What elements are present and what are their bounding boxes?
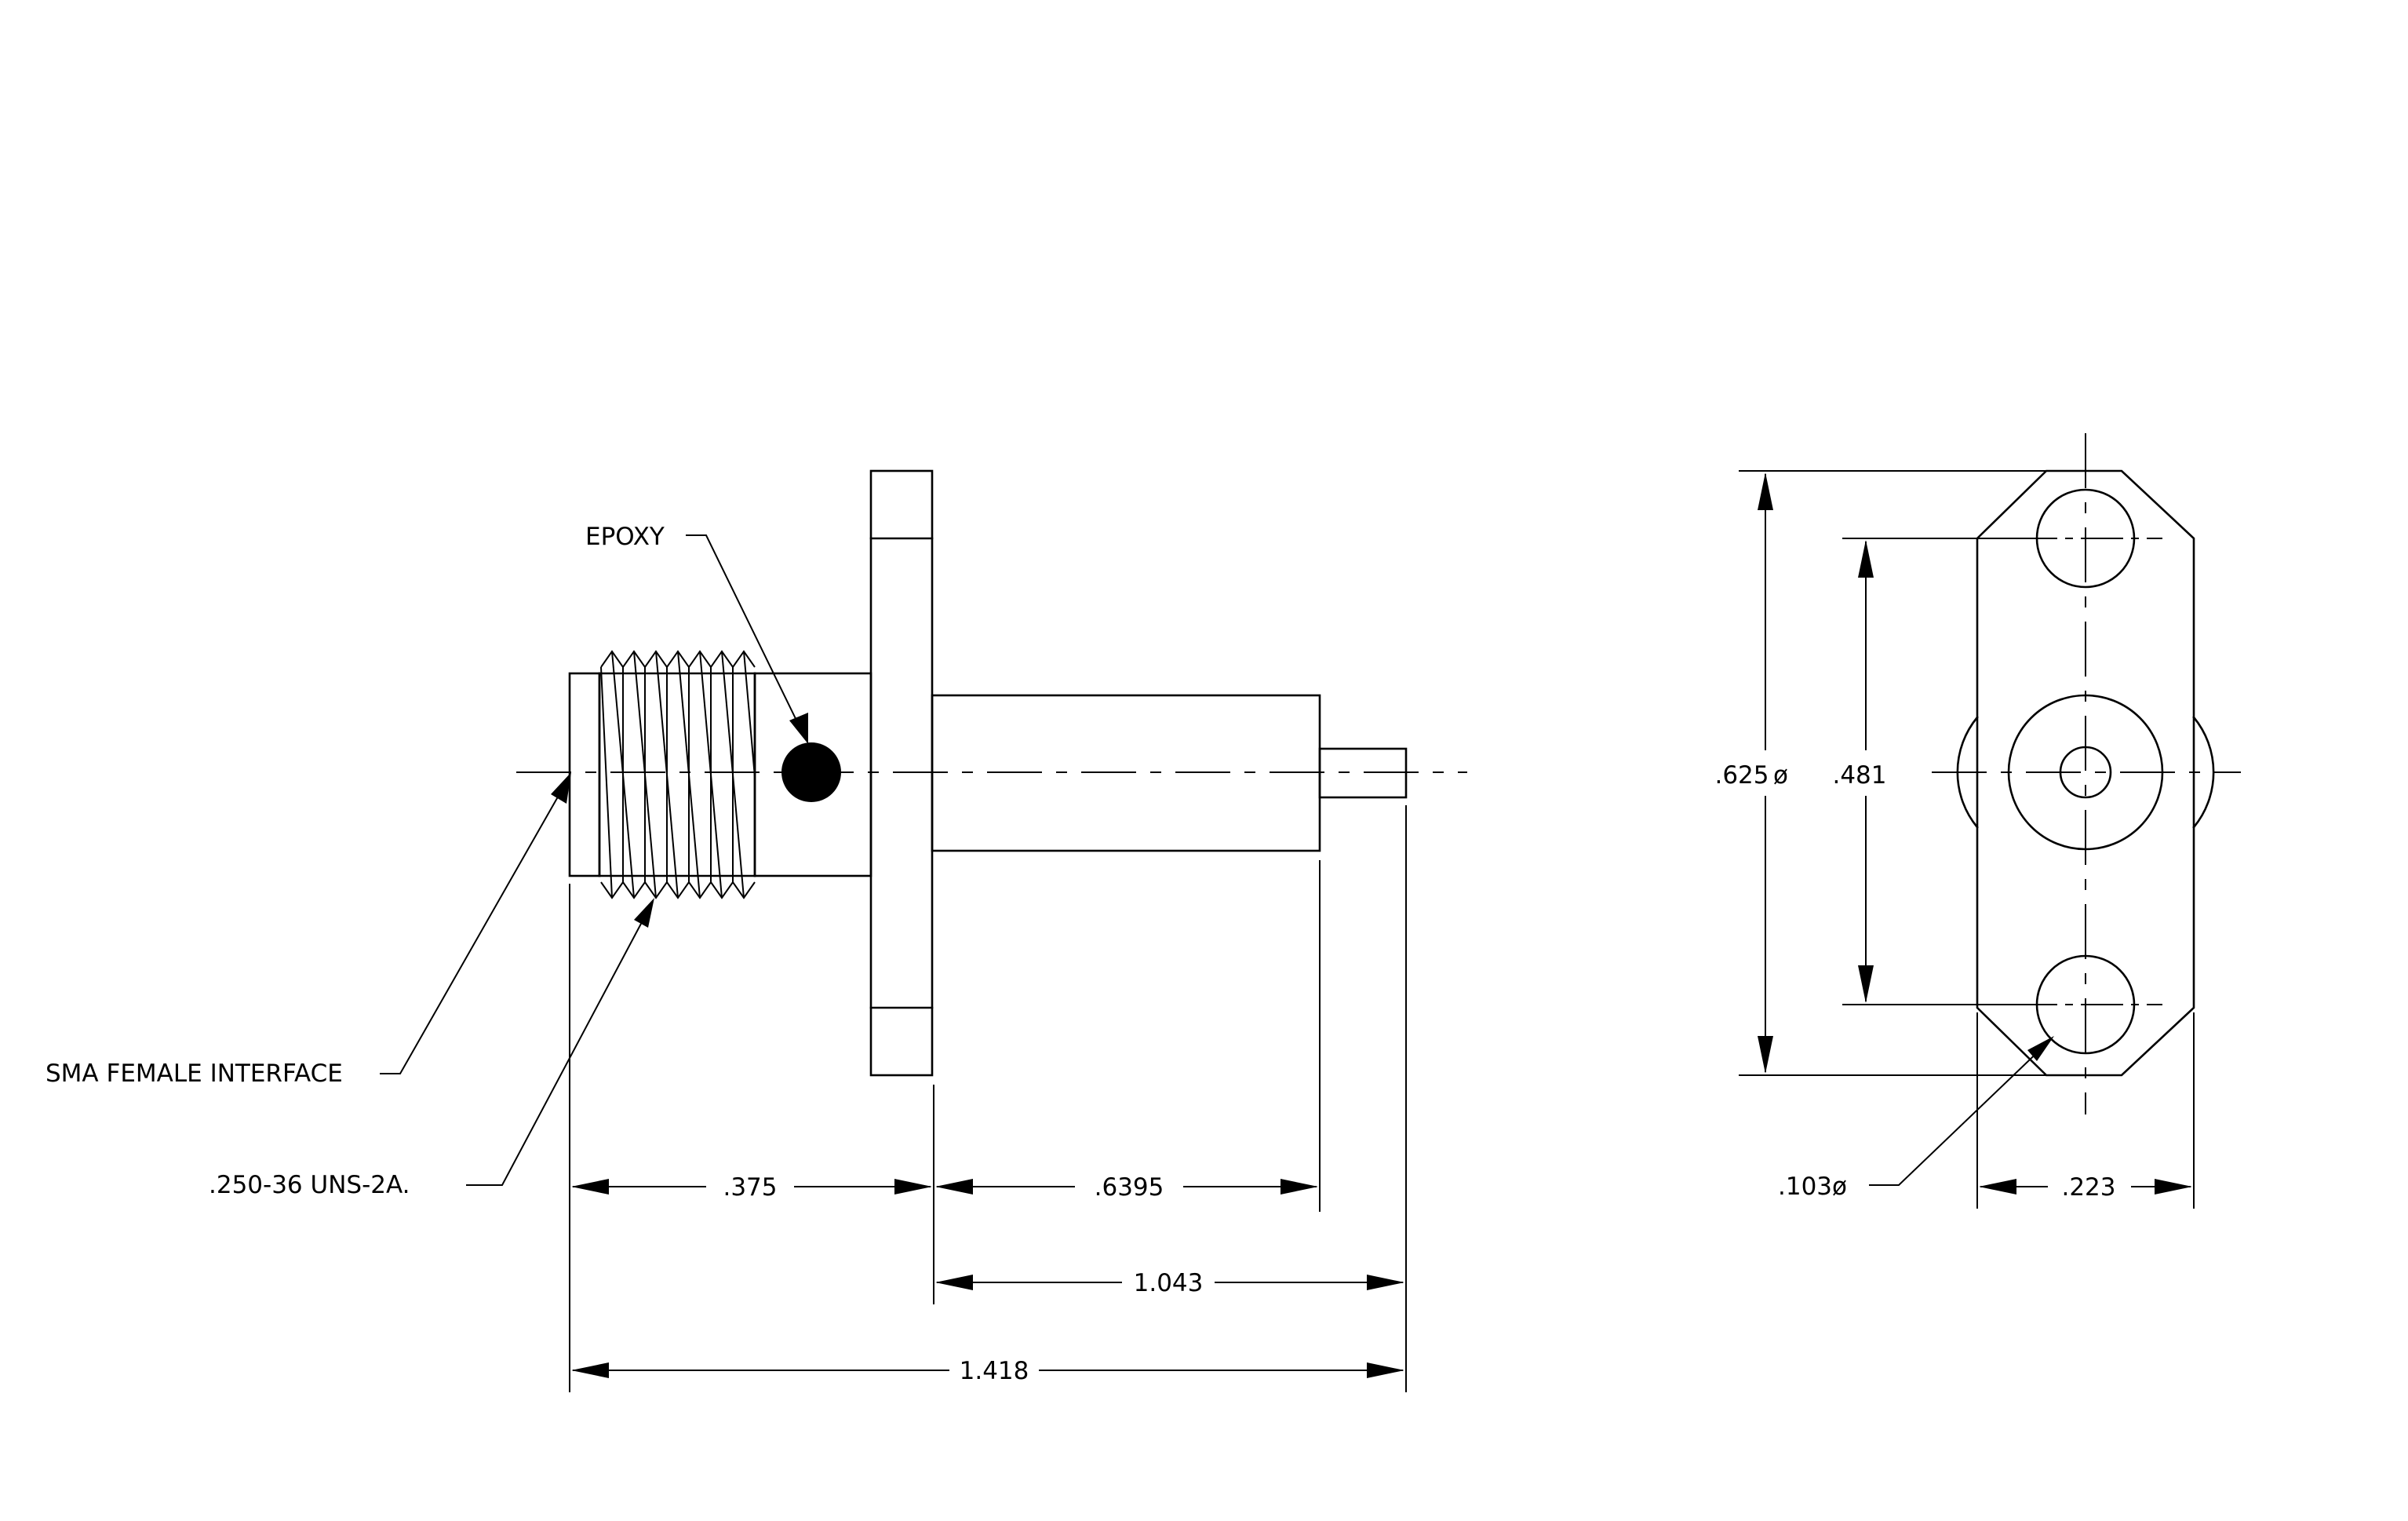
thread-section (598, 650, 756, 899)
dim-1043: 1.043 (935, 1269, 1404, 1297)
dim-1043-text: 1.043 (1134, 1269, 1204, 1297)
dim-481: .481 (1832, 538, 2015, 1005)
dim-625-text: .625 (1714, 761, 1769, 790)
dim-1418: 1.418 (571, 1357, 1404, 1385)
end-dimensions: .625 ø .481 .103ø .223 (1714, 470, 2195, 1209)
sma-interface-callout: SMA FEMALE INTERFACE (46, 772, 571, 1088)
hole-dia-callout: .103ø (1778, 1036, 2054, 1201)
dim-481-text: .481 (1832, 761, 1886, 790)
side-dimensions: .375 .6395 1.043 1.418 (569, 805, 1407, 1392)
epoxy-callout: EPOXY (585, 523, 808, 744)
right-bulge (2192, 716, 2215, 829)
dim-223-text: .223 (2061, 1173, 2115, 1202)
sma-interface-label: SMA FEMALE INTERFACE (46, 1060, 343, 1088)
dim-375: .375 (571, 1173, 932, 1202)
thread-spec-label: .250-36 UNS-2A. (209, 1171, 410, 1199)
flange-outline (1976, 469, 2195, 1077)
end-view (1932, 433, 2241, 1114)
front-nut (568, 672, 601, 877)
dim-6395-text: .6395 (1095, 1173, 1164, 1202)
side-view (516, 469, 1467, 1077)
dim-1418-text: 1.418 (960, 1357, 1029, 1385)
thread-spec-callout: .250-36 UNS-2A. (209, 898, 654, 1199)
epoxy-label: EPOXY (585, 523, 665, 551)
dim-625: .625 ø (1714, 470, 2048, 1076)
diameter-symbol: ø (1773, 761, 1788, 790)
hole-dia-label: .103ø (1778, 1173, 1847, 1201)
dim-6395: .6395 (935, 1173, 1318, 1202)
dim-223: .223 (1976, 1012, 2195, 1209)
dim-375-text: .375 (723, 1173, 777, 1202)
